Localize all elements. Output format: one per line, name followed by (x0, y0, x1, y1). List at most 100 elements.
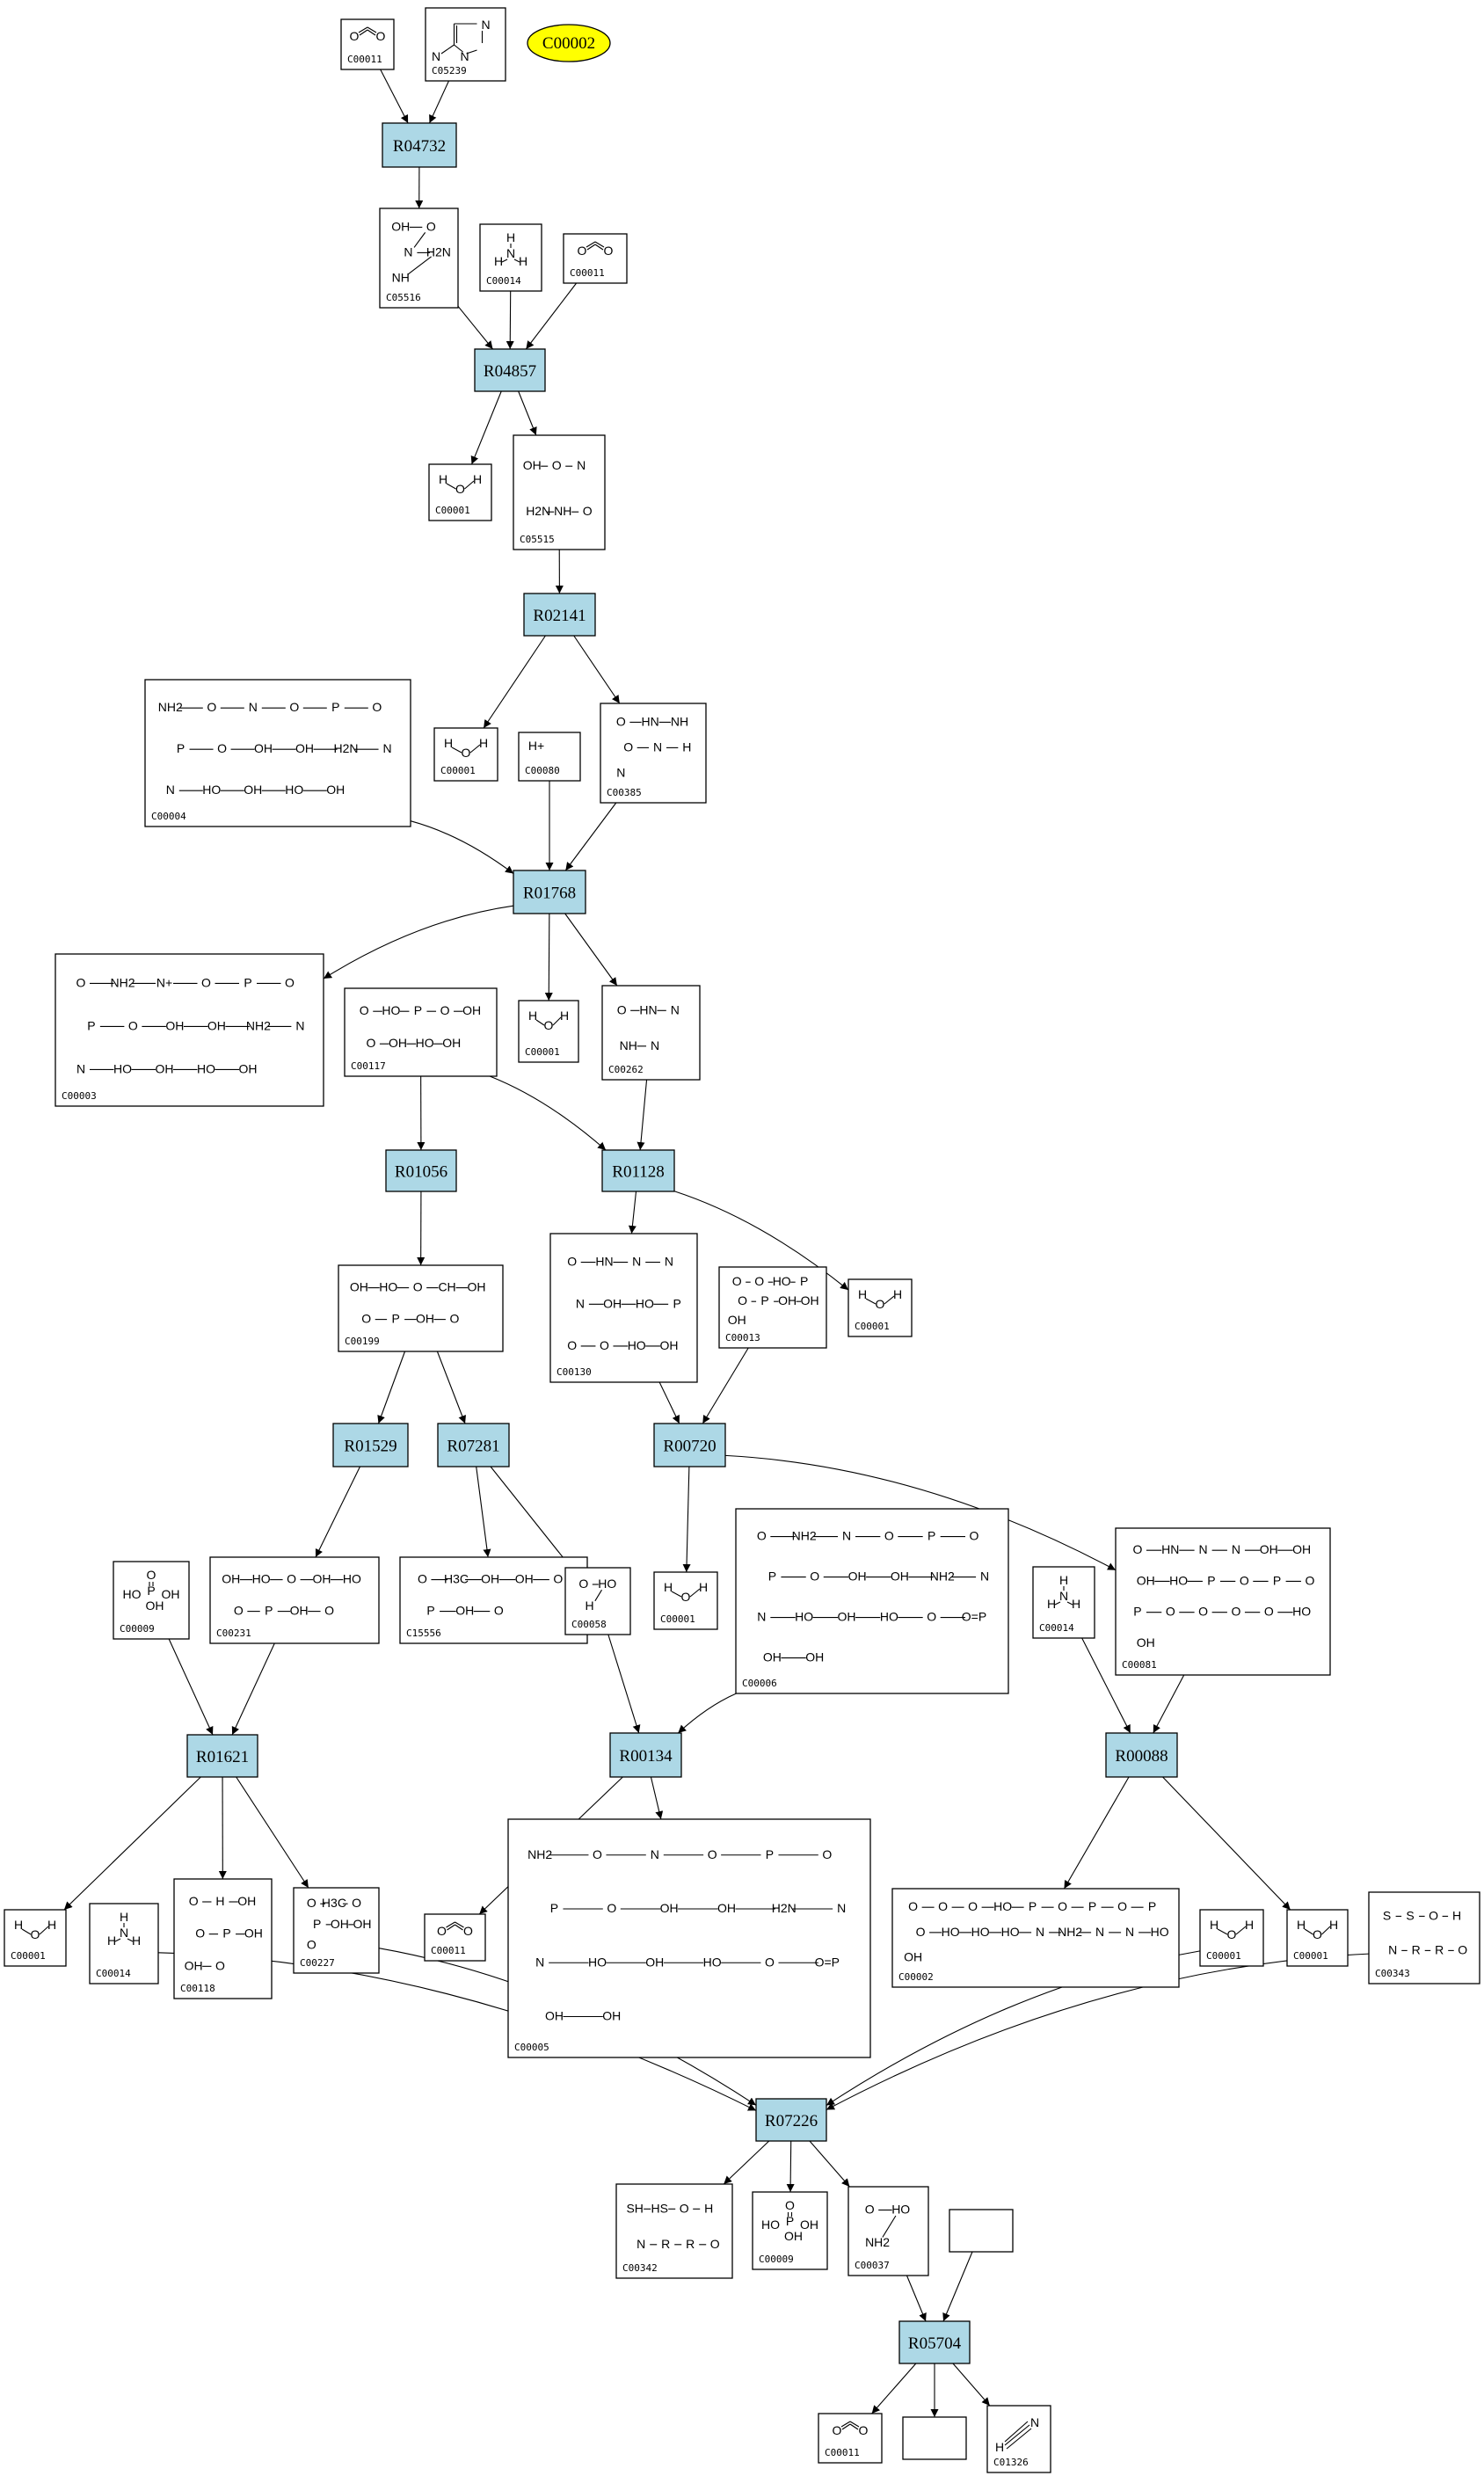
reaction-id-label: R07226 (765, 2112, 818, 2130)
atom-label: N (432, 49, 440, 63)
atom-label: O (307, 1938, 316, 1952)
reaction-r01056-node[interactable]: R01056 (385, 1149, 457, 1192)
atom-label: O (578, 1577, 588, 1591)
reaction-r01768-node[interactable]: R01768 (513, 870, 586, 914)
reaction-r01128-node[interactable]: R01128 (601, 1149, 675, 1192)
atom-label: HO (636, 1296, 654, 1310)
reaction-r07226-node[interactable]: R07226 (755, 2098, 827, 2142)
reaction-r05704-node[interactable]: R05704 (898, 2320, 971, 2364)
atom-label: O (710, 2237, 720, 2251)
atom-label: OH (353, 1917, 372, 1931)
reaction-r02141-node[interactable]: R02141 (523, 593, 596, 637)
atom-label: O (822, 1847, 832, 1861)
atom-label: O (189, 1894, 199, 1908)
edge-n_blank_a-R05704 (942, 2251, 973, 2322)
reaction-box (437, 1423, 510, 1467)
highlight-node-c00002[interactable]: C00002 (527, 24, 611, 62)
bond (1235, 1926, 1247, 1935)
atom-label: NH (554, 504, 571, 518)
atom-label: HO (942, 1925, 960, 1939)
atom-label: O (324, 1604, 334, 1618)
compound-blank-node[interactable] (949, 2209, 1014, 2253)
atom-label: H (893, 1287, 902, 1301)
reaction-r00088-node[interactable]: R00088 (1105, 1732, 1178, 1778)
reaction-r00720-node[interactable]: R00720 (653, 1423, 726, 1467)
atom-label: O (287, 1572, 296, 1586)
reaction-r01621-node[interactable]: R01621 (186, 1734, 258, 1778)
atom-label: N (1095, 1925, 1104, 1939)
atom-label: O (1313, 1927, 1322, 1941)
atom-label: H2N (334, 741, 359, 755)
atom-label: O (366, 1036, 375, 1050)
edge-n_c00130-R00720 (658, 1381, 680, 1424)
reaction-box (385, 1149, 457, 1192)
atom-label: O (376, 29, 386, 43)
edge-R04857-n_c05515 (518, 390, 537, 436)
atom-label: OH (442, 1036, 461, 1050)
atom-label: N+ (156, 975, 172, 989)
atom-label: N (404, 244, 412, 259)
atom-label: OH (295, 741, 314, 755)
atom-label: HO (773, 1274, 791, 1288)
edge-n_c05239-R04732 (428, 80, 449, 124)
atom-label: P (786, 2214, 794, 2228)
reaction-r00134-node[interactable]: R00134 (609, 1732, 682, 1778)
reaction-r04732-node[interactable]: R04732 (382, 122, 457, 168)
compound-blank-node[interactable] (902, 2416, 967, 2460)
reaction-r07281-node[interactable]: R07281 (437, 1423, 510, 1467)
reaction-r04857-node[interactable]: R04857 (474, 348, 546, 392)
compound-id-label: C00013 (725, 1332, 760, 1344)
atom-label: HO (993, 1899, 1012, 1913)
reaction-r01529-node[interactable]: R01529 (332, 1423, 409, 1467)
atom-label: NH2 (865, 2235, 890, 2249)
compound-id-label: C00001 (660, 1613, 695, 1625)
compound-id-label: C00014 (1039, 1622, 1074, 1634)
reaction-box (653, 1423, 726, 1467)
compound-c00080-node[interactable]: H+C00080 (518, 732, 581, 782)
